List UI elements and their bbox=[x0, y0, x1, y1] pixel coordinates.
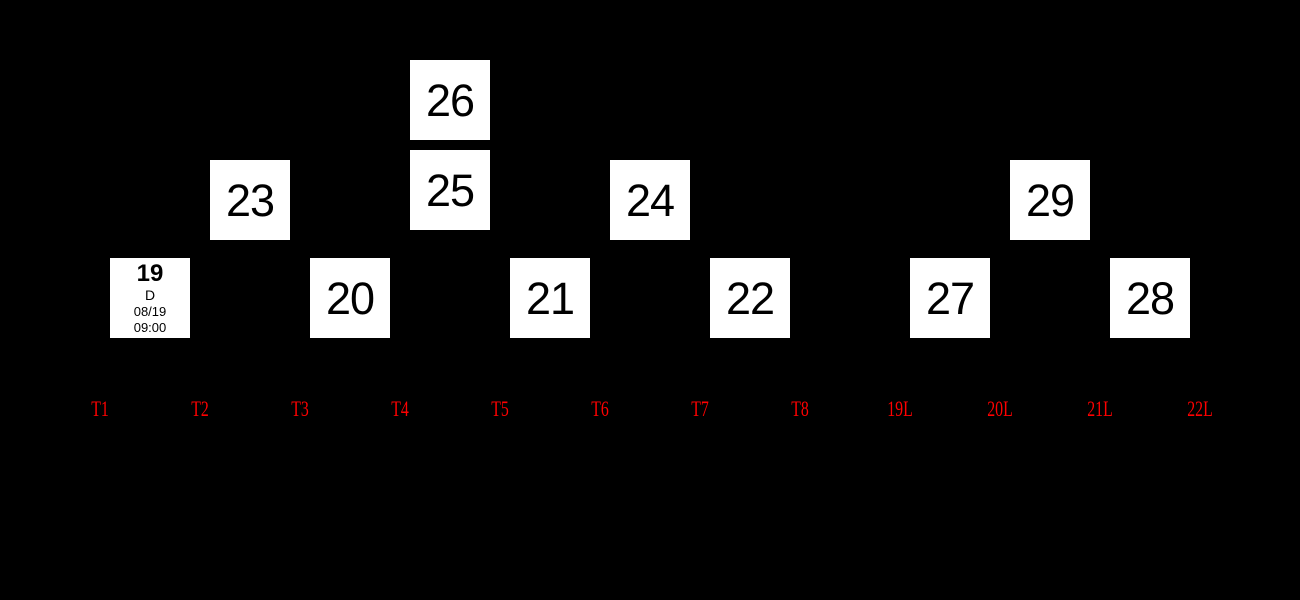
train-number: 21 bbox=[525, 272, 575, 324]
train-block-29[interactable]: 29 bbox=[1010, 160, 1090, 240]
train-block-24[interactable]: 24 bbox=[610, 160, 690, 240]
track-label-t2: T2 bbox=[191, 396, 209, 421]
track-label-t8: T8 bbox=[791, 396, 809, 421]
train-number: 24 bbox=[625, 174, 675, 226]
track-label-19l: 19L bbox=[887, 396, 913, 421]
train-detail: 09:00 bbox=[133, 320, 167, 335]
track-label-21l: 21L bbox=[1087, 396, 1113, 421]
train-block-21[interactable]: 21 bbox=[510, 258, 590, 338]
track-label-t6: T6 bbox=[591, 396, 609, 421]
track-label-t5: T5 bbox=[491, 396, 509, 421]
train-number: 22 bbox=[725, 272, 775, 324]
train-block-26[interactable]: 26 bbox=[410, 60, 490, 140]
train-number: 25 bbox=[425, 164, 475, 216]
train-number: 23 bbox=[225, 174, 275, 226]
train-detail: D bbox=[144, 287, 156, 303]
track-label-20l: 20L bbox=[987, 396, 1013, 421]
track-label-22l: 22L bbox=[1187, 396, 1213, 421]
track-label-t3: T3 bbox=[291, 396, 309, 421]
track-label-t4: T4 bbox=[391, 396, 409, 421]
train-number: 26 bbox=[425, 74, 475, 126]
train-number: 29 bbox=[1025, 174, 1075, 226]
train-block-25[interactable]: 25 bbox=[410, 150, 490, 230]
track-label-t7: T7 bbox=[691, 396, 709, 421]
train-number: 27 bbox=[925, 272, 975, 324]
train-number: 19 bbox=[136, 260, 164, 287]
track-label-t1: T1 bbox=[91, 396, 109, 421]
train-block-23[interactable]: 23 bbox=[210, 160, 290, 240]
train-number: 28 bbox=[1125, 272, 1175, 324]
train-block-28[interactable]: 28 bbox=[1110, 258, 1190, 338]
train-block-27[interactable]: 27 bbox=[910, 258, 990, 338]
train-number: 20 bbox=[325, 272, 375, 324]
train-block-22[interactable]: 22 bbox=[710, 258, 790, 338]
train-block-20[interactable]: 20 bbox=[310, 258, 390, 338]
train-detail: 08/19 bbox=[133, 304, 167, 319]
